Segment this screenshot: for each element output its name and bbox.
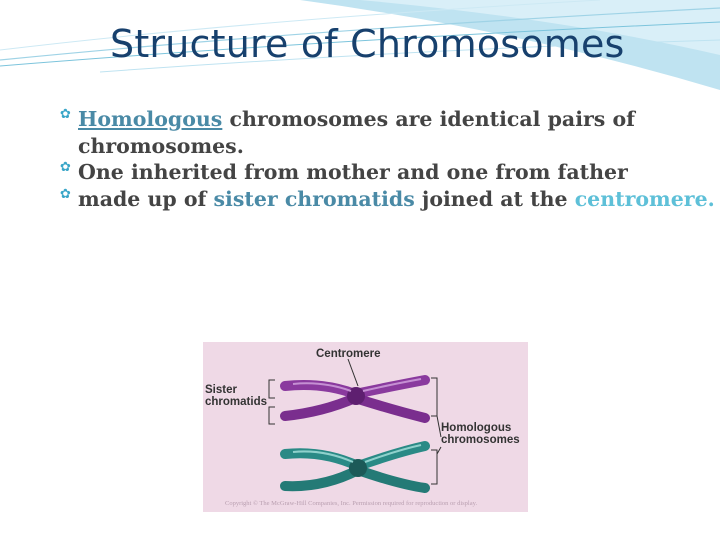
bullet-text: made up of [78, 186, 214, 211]
copyright-notice: Copyright © The McGraw-Hill Companies, I… [225, 500, 478, 507]
label-homologous-chromosomes: Homologous chromosomes [441, 422, 520, 447]
bullet-text: One inherited from mother and one from f… [78, 160, 628, 185]
bullet-icon: ✿ [60, 160, 71, 176]
bullet-icon: ✿ [60, 186, 71, 202]
header-decoration [0, 0, 720, 90]
chromosome-diagram: Centromere Sister chromatids Homologous … [203, 342, 528, 512]
bullet-text: joined at the [414, 186, 575, 211]
bullet-item-made-up: ✿ made up of sister chromatids joined at… [60, 186, 715, 213]
bullet-item-homologous: ✿ Homologous chromosomes are identical pa… [60, 106, 715, 159]
term-sister-chromatids: sister chromatids [213, 186, 415, 211]
label-sister-chromatids: Sister chromatids [205, 384, 267, 409]
bullet-icon: ✿ [60, 107, 71, 122]
bullet-item-inherited: ✿ One inherited from mother and one from … [60, 159, 715, 186]
term-centromere: centromere. [574, 186, 715, 211]
teal-chromosome [280, 441, 430, 493]
term-homologous: Homologous [78, 107, 223, 131]
chromosome-illustration [268, 358, 442, 493]
bullet-list: ✿ Homologous chromosomes are identical pa… [60, 106, 715, 213]
label-centromere: Centromere [316, 348, 381, 360]
bullet-text-continued: chromosomes. [78, 133, 244, 158]
slide-title: Structure of Chromosomes [110, 22, 625, 66]
bullet-text: chromosomes are identical pairs of [222, 107, 635, 131]
purple-chromosome [280, 375, 430, 423]
